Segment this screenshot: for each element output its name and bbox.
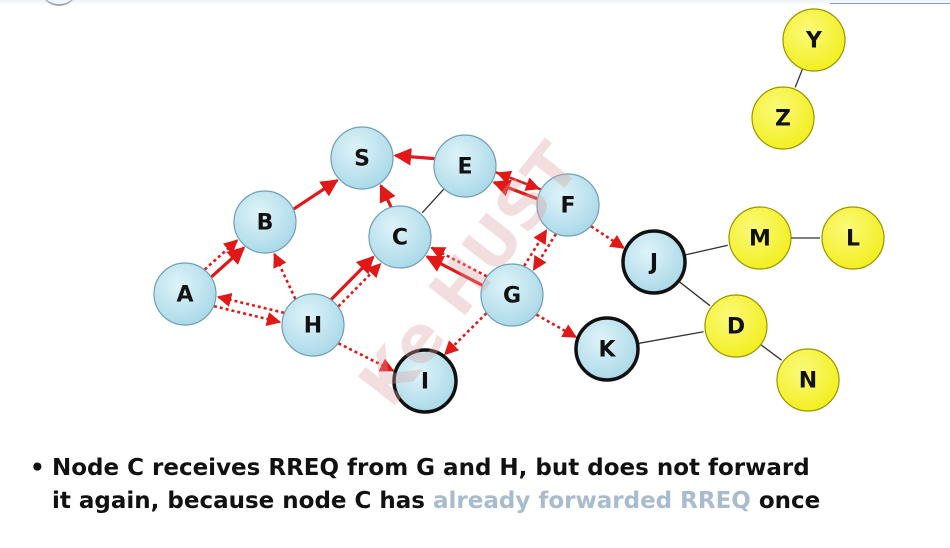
node-z: Z	[751, 86, 815, 150]
node-f: F	[536, 173, 600, 237]
node-h: H	[281, 293, 345, 357]
node-n: N	[776, 348, 840, 412]
node-y-circle	[782, 8, 846, 72]
link-g-to-c-solid	[425, 255, 483, 287]
link-f-to-j-dotted	[590, 225, 625, 250]
link-h-to-c-dotted	[337, 262, 382, 308]
node-s: S	[330, 126, 394, 190]
link-e-to-s-solid	[393, 148, 435, 166]
link-g-to-i-dotted	[443, 312, 488, 356]
node-g-circle	[480, 263, 544, 327]
link-e-to-c-plain	[421, 188, 445, 214]
node-k: K	[574, 316, 640, 382]
node-a: A	[153, 262, 217, 326]
link-a-to-h-dotted	[213, 304, 282, 327]
links-layer	[203, 68, 820, 372]
node-z-circle	[751, 86, 815, 150]
node-m-label: M	[749, 227, 771, 252]
node-c: C	[368, 205, 432, 269]
caption-line-2-end: once	[750, 488, 821, 514]
link-f-to-e-dotted	[496, 170, 542, 191]
link-j-to-d-plain	[678, 280, 711, 307]
node-e: E	[433, 134, 497, 198]
node-m-circle	[728, 206, 792, 270]
node-i: I	[392, 348, 458, 414]
node-j-circle	[621, 229, 687, 295]
node-f-label: F	[560, 194, 575, 219]
node-l-circle	[821, 206, 885, 270]
link-k-to-d-plain	[637, 331, 704, 345]
link-h-to-a-dotted	[216, 292, 285, 315]
node-d: D	[704, 294, 768, 358]
link-f-to-g-dotted	[532, 233, 557, 271]
header-decoration	[0, 0, 950, 6]
header-rule-line	[830, 3, 950, 4]
node-b-circle	[233, 190, 297, 254]
node-b-label: B	[257, 211, 274, 236]
node-k-label: K	[598, 338, 616, 363]
node-e-circle	[433, 134, 497, 198]
node-l-label: L	[846, 227, 860, 252]
node-h-circle	[281, 293, 345, 357]
link-g-to-f-dotted	[523, 229, 548, 267]
node-c-label: C	[392, 226, 408, 251]
nodes-layer: S E B C F A H G I J K Y Z M L D N	[153, 8, 885, 414]
header-arc	[40, 0, 78, 6]
link-g-to-k-dotted	[535, 313, 578, 339]
node-s-label: S	[354, 147, 370, 172]
node-f-circle	[536, 173, 600, 237]
node-y: Y	[782, 8, 846, 72]
node-j-label: J	[648, 251, 658, 276]
caption-highlight: already forwarded RREQ	[433, 488, 751, 514]
caption-bullet: •	[30, 455, 45, 481]
node-y-label: Y	[805, 29, 823, 54]
link-f-to-e-solid	[492, 179, 538, 201]
node-b: B	[233, 190, 297, 254]
link-j-to-m-plain	[684, 244, 728, 256]
node-l: L	[821, 206, 885, 270]
node-i-circle	[392, 348, 458, 414]
link-g-to-c-dotted	[430, 246, 488, 278]
link-b-to-s-solid	[292, 179, 339, 211]
node-g: G	[480, 263, 544, 327]
link-y-to-z-plain	[794, 68, 804, 88]
node-n-label: N	[799, 369, 817, 394]
link-h-to-b-dotted	[273, 252, 297, 300]
node-e-label: E	[457, 155, 472, 180]
link-d-to-n-plain	[760, 344, 782, 361]
node-d-label: D	[727, 315, 745, 340]
link-a-to-b-solid	[210, 246, 246, 279]
node-a-label: A	[176, 283, 193, 308]
link-a-to-b-dotted	[203, 239, 239, 271]
caption-line-2: it again, because node C has already for…	[30, 485, 940, 518]
node-s-circle	[330, 126, 394, 190]
node-h-label: H	[304, 314, 322, 339]
node-z-label: Z	[775, 107, 791, 132]
node-n-circle	[776, 348, 840, 412]
caption: • Node C receives RREQ from G and H, but …	[30, 452, 940, 518]
node-c-circle	[368, 205, 432, 269]
link-c-to-s-solid	[379, 183, 396, 208]
caption-line-1: • Node C receives RREQ from G and H, but …	[30, 452, 940, 485]
node-j: J	[621, 229, 687, 295]
node-i-label: I	[421, 370, 429, 395]
caption-line-2-start: it again, because node C has	[52, 488, 434, 514]
node-m: M	[728, 206, 792, 270]
caption-line-1-text: Node C receives RREQ from G and H, but d…	[52, 455, 810, 481]
link-h-to-i-dotted	[337, 342, 395, 372]
node-d-circle	[704, 294, 768, 358]
node-k-circle	[574, 316, 640, 382]
node-g-label: G	[503, 284, 521, 309]
node-a-circle	[153, 262, 217, 326]
